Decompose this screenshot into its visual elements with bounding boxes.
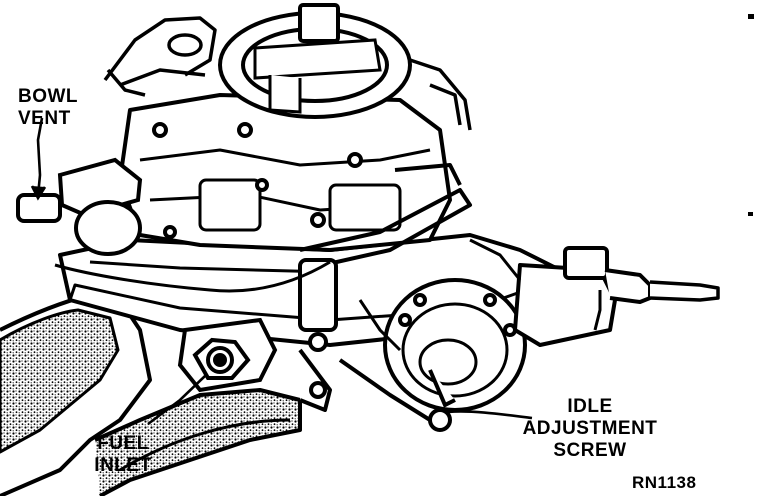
fuel-inlet-fitting	[177, 317, 278, 393]
fuel-inlet-label: FUEL INLET	[83, 433, 163, 477]
idle-adjustment-screw-label-line1: IDLE	[567, 396, 613, 417]
air-horn	[218, 3, 412, 119]
fuel-inlet-label-line1: FUEL	[97, 433, 149, 454]
bowl-vent-label-line1: BOWL	[18, 86, 79, 107]
idle-adjustment-screw-label-line3: SCREW	[553, 440, 627, 461]
bowl-vent-label-line2: VENT	[18, 108, 71, 129]
choke-linkage	[103, 16, 472, 131]
stray-marks	[748, 14, 754, 216]
carburetor-body	[118, 93, 452, 252]
figure-code: RN1138	[632, 473, 697, 492]
idle-screw-leader	[447, 410, 533, 420]
small-details	[54, 238, 522, 352]
intake-manifold	[0, 293, 302, 496]
idle-adjustment-screw-label-line2: ADJUSTMENT	[522, 418, 658, 439]
solenoid-bracket	[513, 246, 720, 347]
gasket-stipple	[0, 308, 120, 454]
bowl-vent-tube	[16, 157, 143, 256]
bowl-vent-label: BOWL VENT	[18, 86, 78, 130]
bowl-vent-leader	[36, 117, 44, 197]
bowl-vent-arrowhead	[30, 185, 47, 201]
idle-adjustment-screw-label: IDLE ADJUSTMENT SCREW	[510, 396, 670, 462]
fuel-inlet-leader	[147, 375, 206, 426]
throttle-linkage	[298, 163, 472, 422]
idle-diaphragm	[383, 278, 527, 432]
fuel-inlet-label-line2: INLET	[94, 455, 152, 476]
callout-lines	[30, 117, 533, 426]
